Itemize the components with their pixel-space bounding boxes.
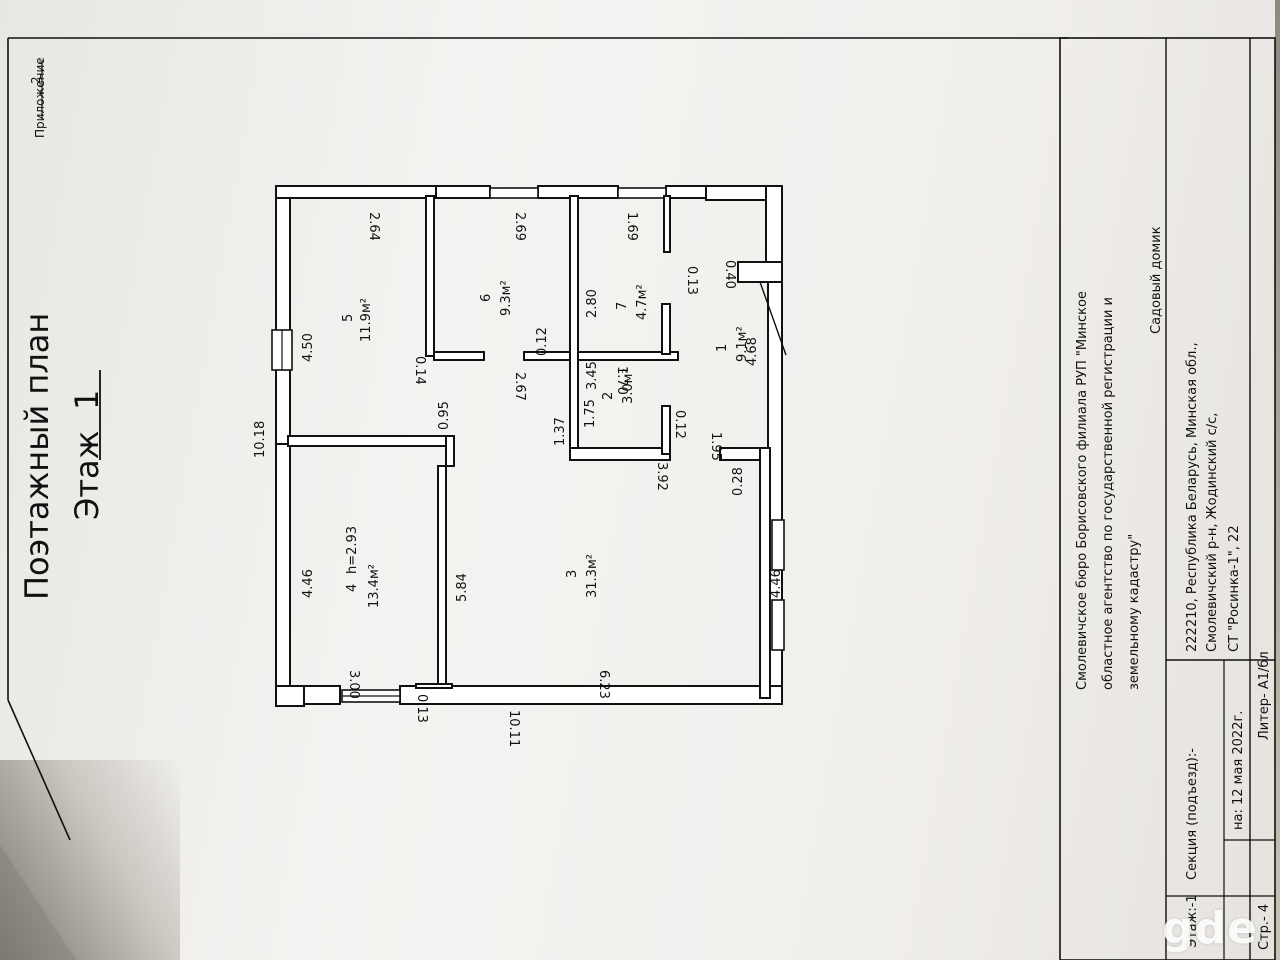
room-3-number: 3 [565,570,580,578]
room-2-area: 3.0м² [621,368,636,404]
dim-0-12a: 0.12 [535,327,550,356]
dim-0-12b: 0.12 [672,410,687,439]
dim-1-69: 1.69 [624,212,639,241]
dimensions: 10.18 10.11 2.64 2.69 1.69 0.13 0.40 4.5… [253,212,784,747]
room-1-area: 9.1м² [735,326,750,362]
dim-5-84: 5.84 [455,573,470,602]
tb-org-line1: Смолевичское бюро Борисовского филиала Р… [1075,291,1090,690]
room-7-number: 7 [615,302,630,310]
tb-section: Секция (подъезд):- [1185,748,1200,880]
dim-total-bottom: 10.11 [506,710,521,747]
room-6-number: 6 [479,294,494,302]
tb-page: Стр.- 4 [1257,904,1272,950]
dim-4-68: 4.68 [745,337,760,366]
dim-1-75: 1.75 [583,399,598,428]
room-1-number: 1 [715,344,730,352]
dim-4-50: 4.50 [301,333,316,362]
dim-0-95: 0.95 [437,401,452,430]
tb-object: Садовый домик [1149,226,1164,334]
dim-0-28: 0.28 [731,467,746,496]
dim-0-14: 0.14 [412,356,427,385]
tb-addr-line3: СТ "Росинка-1", 22 [1227,525,1242,652]
room-labels: 5 11.9м² 6 9.3м² 7 4.7м² 1 9.1м² 2 3.0м²… [341,280,750,608]
tb-floor: Этаж:-1 [1185,894,1200,948]
room-4-number: 4 [345,584,360,592]
dim-6-23: 6.23 [596,670,611,699]
tb-addr-line2: Смолевичский р-н, Жодинский с/с, [1205,413,1220,652]
tb-liter: Литер- А1/бл [1257,651,1272,740]
inner-walls [287,195,771,699]
watermark-logo: gde [1162,903,1258,954]
tb-org-line3: земельному кадастру" [1127,534,1142,690]
dim-2-67: 2.67 [512,372,527,401]
room-2-number: 2 [601,392,616,400]
room-3-area: 31.3м² [585,554,600,598]
plan-title: Поэтажный план [18,313,56,600]
appendix-number: 2 [29,76,43,84]
floor-number: 1 [68,390,106,410]
tb-addr-line1: 222210, Республика Беларусь, Минская обл… [1185,342,1200,652]
room-5-area: 11.9м² [359,298,374,342]
room-4-area: 13.4м² [367,564,382,608]
dim-3-00: 3.00 [346,670,361,699]
dim-4-46a: 4.46 [301,569,316,598]
room-7-area: 4.7м² [635,284,650,320]
appendix-label: Приложение [33,57,47,138]
dim-4-46b: 4.46 [769,569,784,598]
room-6-area: 9.3м² [499,280,514,316]
room-5-number: 5 [341,314,356,322]
dim-total-top: 10.18 [253,421,268,458]
dim-1-70: 1.70 [614,366,629,395]
dim-3-45: 3.45 [585,361,600,390]
dim-2-69: 2.69 [512,212,527,241]
outer-walls [275,185,783,707]
dim-1-37: 1.37 [553,417,568,446]
dim-0-40: 0.40 [722,260,737,289]
dim-1-95: 1.95 [708,432,723,461]
dim-0-13a: 0.13 [684,266,699,295]
page-fold-shadow [0,760,180,960]
title-block: Смолевичское бюро Борисовского филиала Р… [1059,37,1276,960]
dim-0-13b: 0.13 [414,694,429,723]
room-4-height: h=2.93 [345,526,360,574]
windows [271,187,785,703]
dim-2-64: 2.64 [366,212,381,241]
dim-2-80: 2.80 [585,289,600,318]
tb-date: на: 12 мая 2022г. [1231,711,1246,830]
tb-org-line2: областное агентство по государственной р… [1101,297,1116,690]
dim-3-92: 3.92 [654,462,669,491]
